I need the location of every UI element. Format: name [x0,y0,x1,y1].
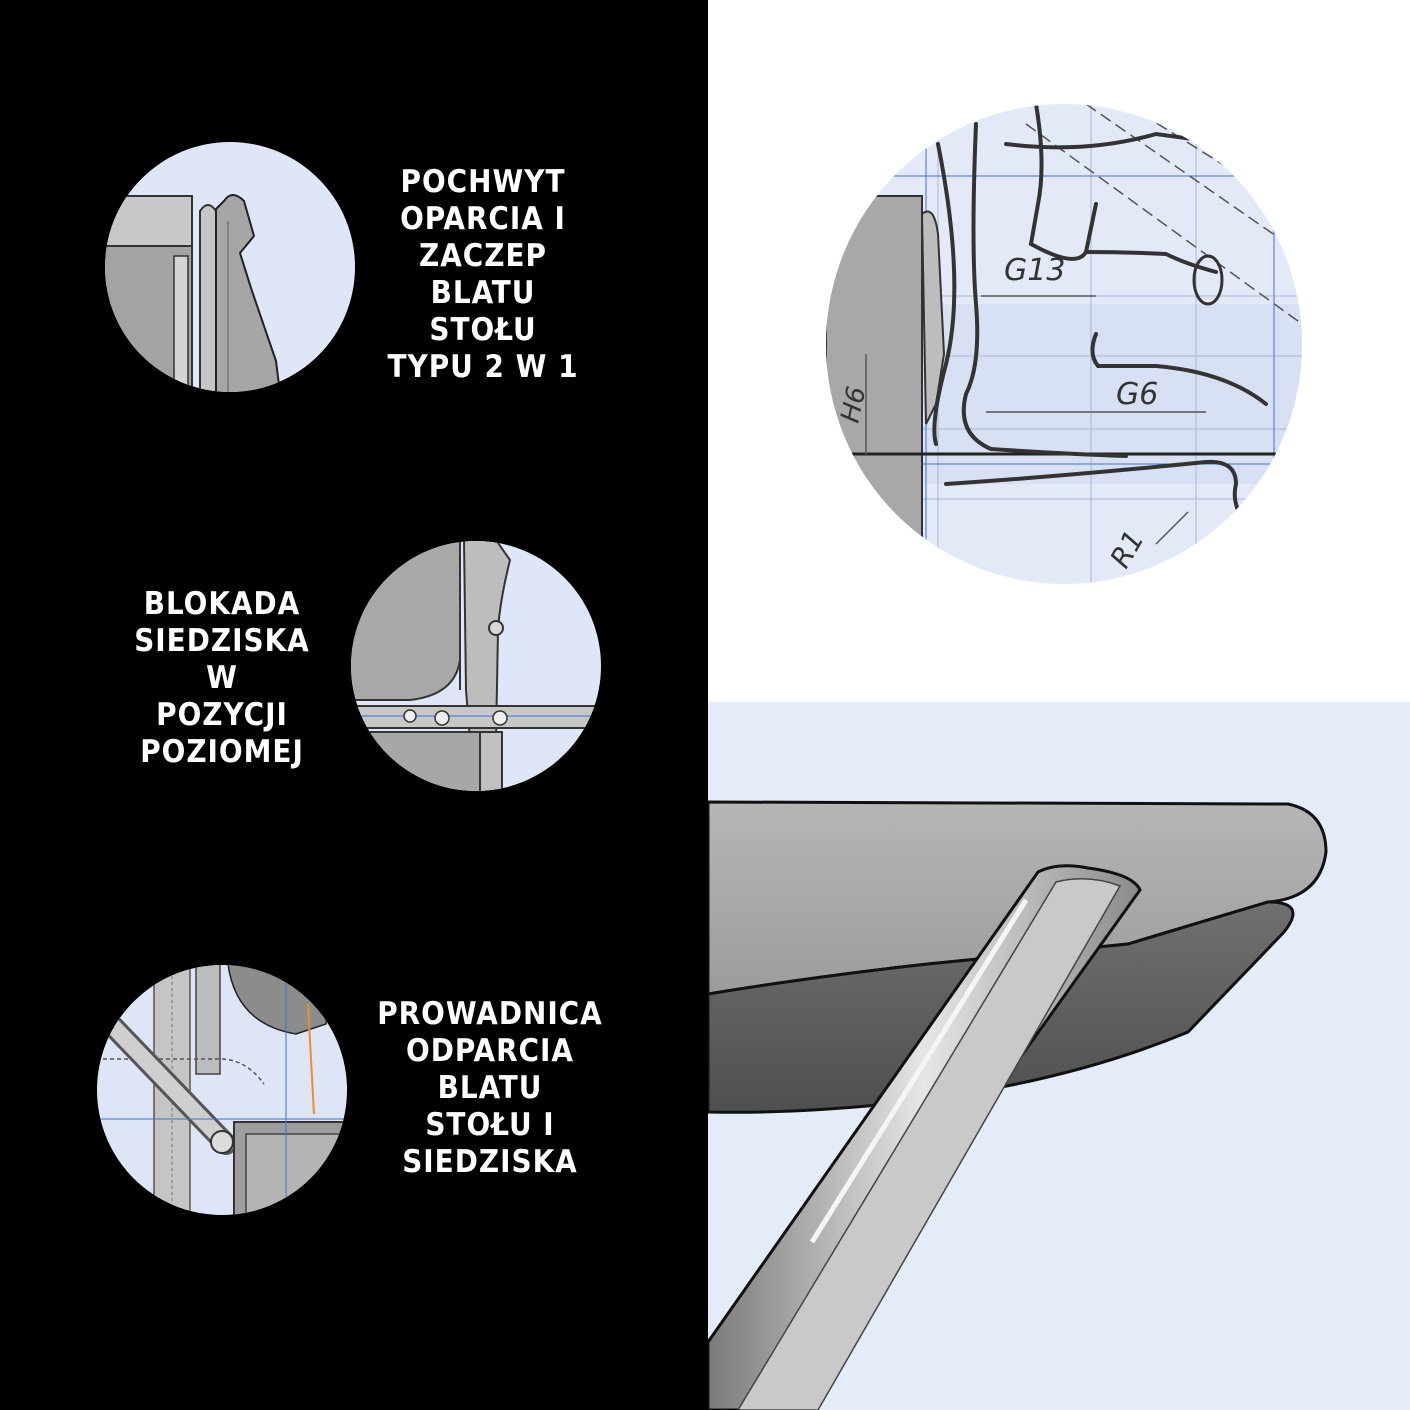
guide-detail [97,965,347,1215]
caption-line: POCHWYT [400,164,566,200]
guide-caption: PROWADNICA ODPARCIA BLATU STOŁU I SIEDZI… [370,996,610,1181]
caption-line: STOŁU [429,312,537,348]
dimension-g13: G13 [1004,253,1065,288]
dimension-g6: G6 [1116,377,1158,412]
caption-line: ZACZEP [419,238,547,274]
left-panel: POCHWYT OPARCIA I ZACZEP BLATU STOŁU TYP… [97,142,610,1215]
guide-3d-render [708,702,1410,1410]
caption-line: TYPU 2 W 1 [387,349,579,385]
caption-line: BLATU [437,1070,543,1106]
caption-line: STOŁU I [425,1107,555,1143]
backrest-grip-detail [105,142,355,392]
seat-lock-caption: BLOKADA SIEDZISKA W POZYCJI POZIOMEJ [122,586,322,771]
sketch-detail: G13 G6 H6 R1 [826,104,1302,584]
caption-line: POZIOMEJ [140,734,304,770]
backrest-grip-caption: POCHWYT OPARCIA I ZACZEP BLATU STOŁU TYP… [368,164,598,386]
caption-line: BLOKADA [143,586,301,622]
caption-line: SIEDZISKA [134,623,310,659]
caption-line: OPARCIA I [400,201,566,237]
caption-line: SIEDZISKA [402,1144,578,1180]
caption-line: W [206,660,238,696]
caption-line: POZYCJI [156,697,288,733]
caption-line: PROWADNICA [377,996,603,1032]
bottom-right-panel [708,702,1410,1410]
seat-lock-detail [351,541,601,791]
top-right-panel: G13 G6 H6 R1 [708,0,1410,702]
dimension-h6: H6 [836,384,873,426]
caption-line: BLATU [430,275,536,311]
caption-line: ODPARCIA [406,1033,574,1069]
